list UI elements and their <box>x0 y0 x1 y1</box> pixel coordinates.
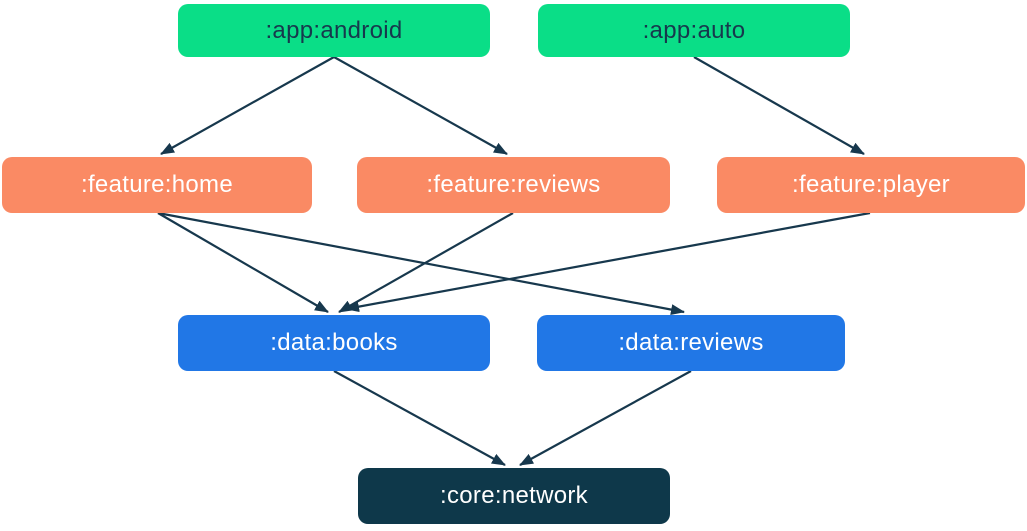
edge-app-auto-to-feature-player <box>693 56 865 155</box>
node-feature-player-label: :feature:player <box>792 171 950 198</box>
node-app-android-label: :app:android <box>265 16 403 44</box>
node-app-auto-label: :app:auto <box>642 16 746 44</box>
edge-feature-reviews-to-data-books <box>338 212 514 313</box>
node-data-books-label: :data:books <box>270 329 398 356</box>
node-feature-player: :feature:player <box>717 157 1025 213</box>
node-feature-home-label: :feature:home <box>81 171 233 198</box>
edge-app-android-to-feature-reviews <box>333 56 508 155</box>
node-feature-reviews-label: :feature:reviews <box>426 171 601 198</box>
edge-feature-home-to-data-books <box>157 212 329 313</box>
edge-app-android-to-feature-home <box>160 56 335 155</box>
node-data-books: :data:books <box>178 315 490 371</box>
edge-feature-player-to-data-books <box>345 211 871 313</box>
node-core-network-label: :core:network <box>440 482 588 509</box>
edge-feature-home-to-data-reviews <box>157 211 685 316</box>
node-core-network: :core:network <box>358 468 670 524</box>
node-data-reviews-label: :data:reviews <box>618 329 764 356</box>
node-feature-reviews: :feature:reviews <box>357 157 670 213</box>
node-app-android: :app:android <box>178 4 490 57</box>
node-app-auto: :app:auto <box>538 4 850 57</box>
edge-data-books-to-core-network <box>333 370 506 466</box>
node-data-reviews: :data:reviews <box>537 315 845 371</box>
node-feature-home: :feature:home <box>2 157 312 213</box>
edge-data-reviews-to-core-network <box>519 370 692 466</box>
